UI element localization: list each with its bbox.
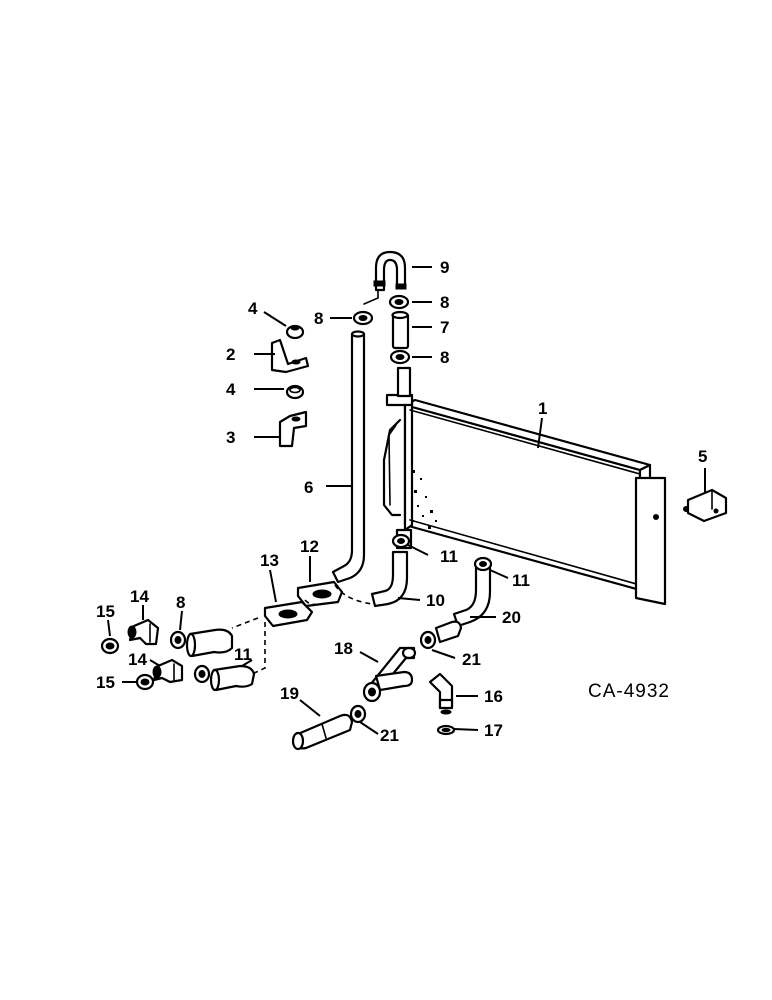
callout-9: 9 (440, 258, 449, 277)
callout-8-mid: 8 (440, 348, 449, 367)
callout-14-upper: 14 (130, 587, 149, 606)
callout-14-lower: 14 (128, 650, 147, 669)
bracket-part-3 (278, 410, 308, 448)
hose-upper-left (185, 628, 234, 658)
hose-lower-left (209, 664, 256, 692)
callout-10: 10 (426, 591, 445, 610)
callout-12: 12 (300, 537, 319, 556)
u-tube-part-9 (373, 250, 407, 292)
drawing-reference-number: CA-4932 (588, 681, 670, 702)
hose-part-19 (291, 713, 354, 751)
callout-2: 2 (226, 345, 235, 364)
hose-clamp-part-11-b (193, 664, 211, 684)
callout-13: 13 (260, 551, 279, 570)
callout-6: 6 (304, 478, 313, 497)
hose-clamp-part-8-upper (352, 294, 411, 365)
callout-11-c: 11 (234, 645, 252, 664)
callout-15-lower: 15 (96, 673, 115, 692)
callout-18: 18 (334, 639, 353, 658)
callout-8-left: 8 (314, 309, 323, 328)
callout-11-a: 11 (440, 547, 458, 566)
callout-1: 1 (538, 399, 547, 418)
callout-21-upper: 21 (462, 650, 481, 669)
cap-part-15-lower (135, 673, 155, 691)
callout-8-lower: 8 (176, 593, 185, 612)
elbow-fitting-part-14-lower (152, 658, 184, 684)
short-hose-upper (434, 620, 463, 644)
hose-clamp-part-8-lower (169, 630, 187, 650)
cap-part-15-upper (100, 637, 120, 655)
callout-4-upper: 4 (248, 299, 258, 318)
clip-part-12 (296, 580, 344, 608)
elbow-fitting-part-14-upper (127, 618, 160, 646)
callout-4-lower: 4 (226, 380, 236, 399)
callout-16: 16 (484, 687, 503, 706)
callout-21-lower: 21 (380, 726, 399, 745)
core-stipple (412, 470, 437, 529)
callout-17: 17 (484, 721, 503, 740)
callout-20: 20 (502, 608, 521, 627)
tube-part-18 (362, 646, 417, 703)
bracket-part-5 (683, 488, 728, 523)
bracket-part-2 (270, 338, 310, 374)
callout-5: 5 (698, 447, 707, 466)
o-ring-part-17 (436, 724, 456, 736)
callout-11-b: 11 (512, 571, 530, 590)
tube-part-6 (331, 330, 366, 584)
grommet-part-4-upper (285, 324, 305, 340)
leader-lines (107, 266, 706, 735)
callout-3: 3 (226, 428, 235, 447)
oil-cooler-core (382, 366, 667, 606)
hose-clamp-part-21-lower (349, 704, 367, 724)
callout-19: 19 (280, 684, 299, 703)
hose-clamp-part-21-upper (419, 630, 437, 650)
clip-part-13 (263, 600, 314, 628)
hose-part-20 (452, 556, 493, 628)
callout-15-upper: 15 (96, 602, 115, 621)
callout-7: 7 (440, 318, 449, 337)
hose-part-10 (370, 550, 409, 608)
elbow-fitting-part-16 (428, 672, 454, 715)
callout-8-upper: 8 (440, 293, 449, 312)
grommet-part-4-lower (285, 384, 305, 400)
callout-labels: 1 2 3 4 4 5 6 7 8 8 8 8 9 10 11 11 11 12… (96, 258, 707, 745)
hose-part-7 (391, 310, 410, 350)
hose-clamp-part-11-a (391, 533, 411, 549)
